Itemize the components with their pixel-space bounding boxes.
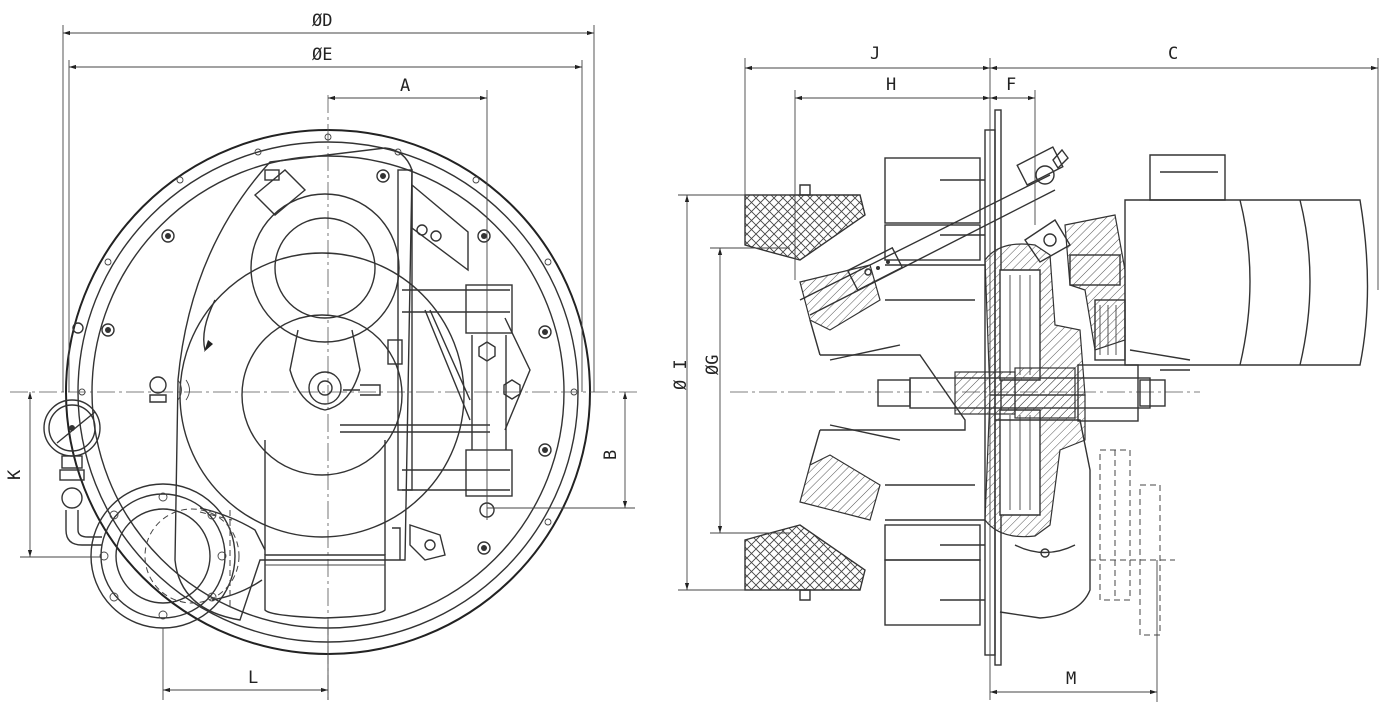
- dim-label-j: J: [870, 44, 880, 64]
- coupling-upper: [1064, 214, 1126, 351]
- motor-terminal-box: [1149, 154, 1226, 201]
- dim-label-d: ØD: [312, 11, 332, 31]
- dim-label-g: ØG: [703, 355, 723, 375]
- gas-inlet-outer: [250, 193, 400, 343]
- plate-bolts: [72, 169, 552, 555]
- hub-disc: [241, 314, 403, 476]
- damper-disc: [179, 252, 465, 538]
- flange-holes: [78, 133, 578, 526]
- dim-label-i: Ø I: [671, 359, 691, 390]
- air-box-outline: [174, 147, 413, 621]
- gas-inlet-inner: [274, 217, 376, 319]
- gas-flange-outer: [90, 483, 236, 629]
- fan-scroll-lower: [995, 419, 1091, 619]
- dim-label-k: K: [5, 469, 25, 480]
- front-dimensions: [20, 25, 635, 700]
- refractory-bottom: [744, 524, 866, 591]
- dim-label-a: A: [400, 76, 410, 96]
- dim-label-h: H: [886, 75, 896, 95]
- dim-label-b: B: [601, 450, 621, 460]
- dim-label-c: C: [1168, 44, 1178, 64]
- gas-train-outline: [1090, 449, 1175, 636]
- swirler-vanes: [884, 157, 985, 626]
- side-dimensions: [678, 58, 1379, 702]
- fan-motor: [1124, 199, 1369, 366]
- dim-label-f: F: [1006, 75, 1016, 95]
- ignition-lance: [799, 174, 1056, 316]
- refractory-top: [744, 194, 866, 261]
- side-view: J C H F Ø I ØG M: [671, 44, 1379, 702]
- front-view: ØD ØE A B K L: [5, 11, 640, 700]
- linkage-bracket: [397, 169, 413, 491]
- dim-label-e: ØE: [312, 45, 332, 65]
- dim-label-l: L: [248, 668, 258, 688]
- bottom-pipe-flange: [264, 554, 386, 619]
- dim-label-m: M: [1066, 669, 1076, 689]
